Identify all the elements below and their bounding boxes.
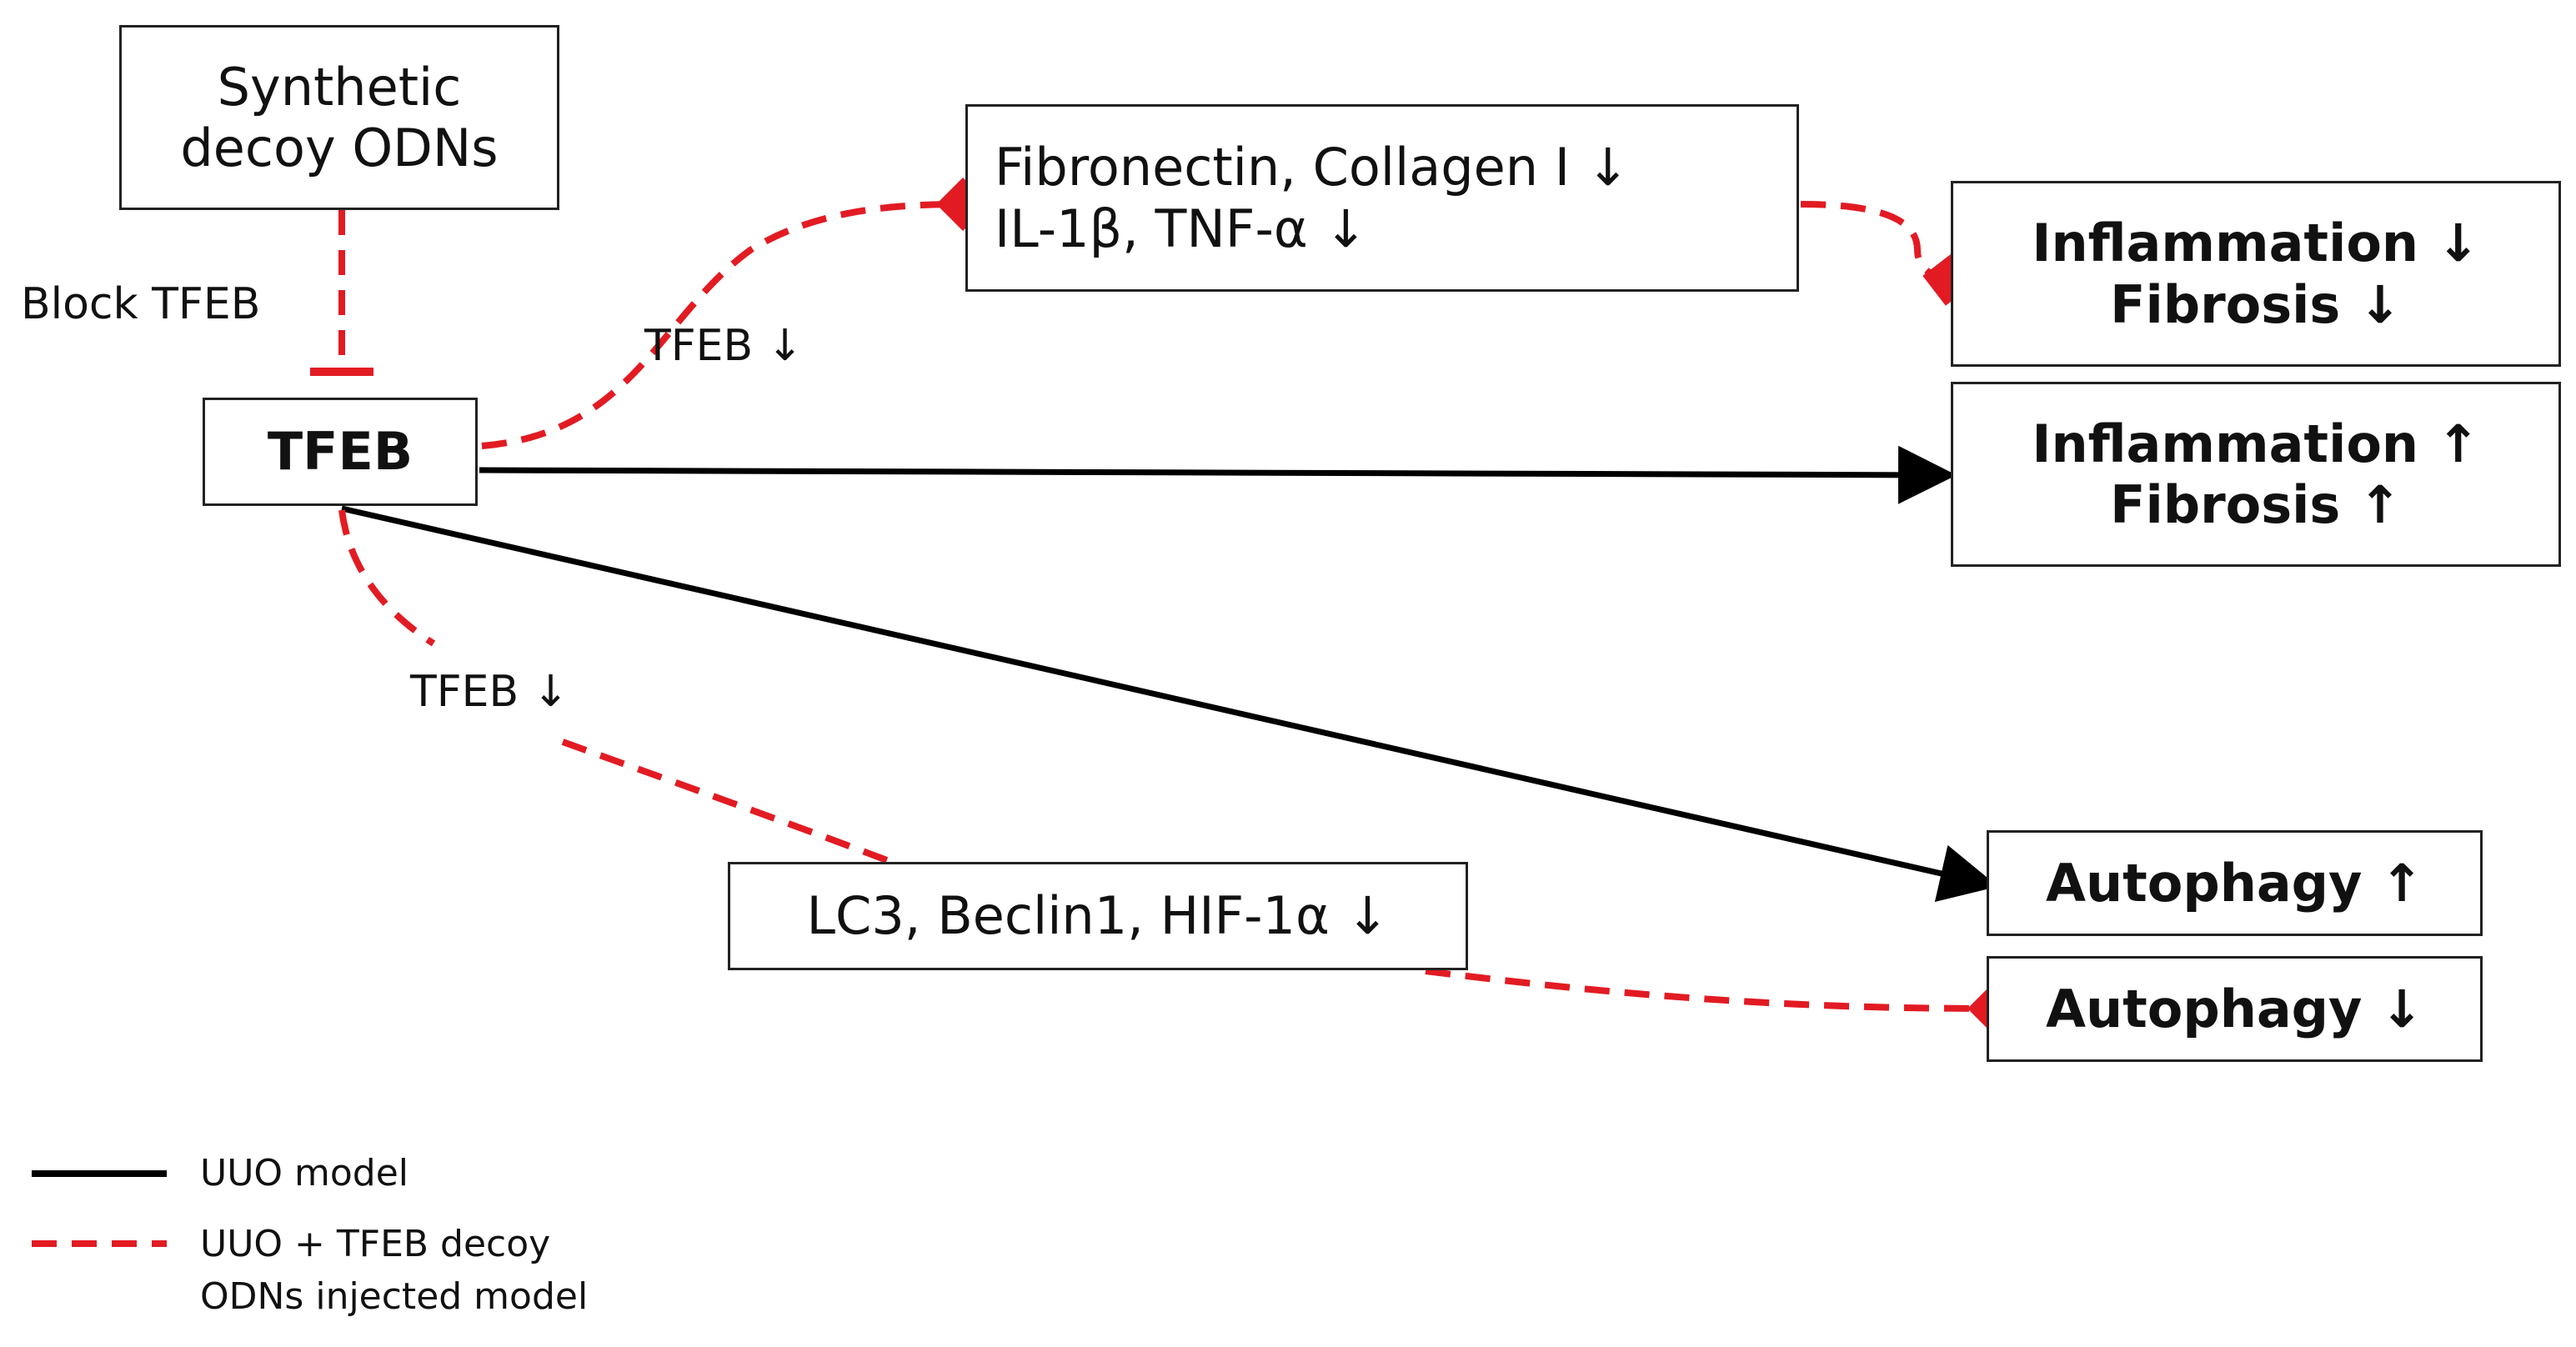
markers-bottom-box: LC3, Beclin1, HIF-1α ↓ xyxy=(728,862,1468,970)
uuo-arrow-autophagy xyxy=(341,505,1998,903)
uuo-arrow-inflammation xyxy=(479,445,1957,504)
autophagy-down-box: Autophagy ↓ xyxy=(1987,956,2483,1062)
outcome-uuo-inflammation: Inflammation ↑ xyxy=(2032,413,2480,474)
decoy-odn-line-2: decoy ODNs xyxy=(180,118,499,178)
decoy-path-bottom-2 xyxy=(561,739,906,870)
outcome-uuo-fibrosis: Fibrosis ↑ xyxy=(2110,474,2402,535)
outcome-decoy-fibrosis: Fibrosis ↓ xyxy=(2110,273,2402,335)
legend-dashed-label-1: UUO + TFEB decoy xyxy=(200,1223,551,1265)
decoy-path-bottom xyxy=(338,509,436,647)
legend-dashed-label-2: ODNs injected model xyxy=(200,1275,589,1318)
autophagy-up-box: Autophagy ↑ xyxy=(1987,830,2483,936)
tfeb-down-bottom-label: TFEB ↓ xyxy=(410,667,569,717)
decoy-odn-box: Synthetic decoy ODNs xyxy=(119,25,559,210)
outcome-decoy-inflammation: Inflammation ↓ xyxy=(2032,213,2480,274)
tfeb-label: TFEB xyxy=(267,421,413,483)
autophagy-up-label: Autophagy ↑ xyxy=(2045,852,2424,914)
markers-top-line-2: IL-1β, TNF-α ↓ xyxy=(995,198,1368,259)
legend-solid-label: UUO model xyxy=(200,1152,409,1194)
outcome-uuo-box: Inflammation ↑ Fibrosis ↑ xyxy=(1951,382,2561,567)
tfeb-box: TFEB xyxy=(203,398,478,506)
decoy-path-bottom-outcome xyxy=(1425,968,2021,1035)
decoy-odn-line-1: Synthetic xyxy=(217,56,462,118)
markers-top-line-1: Fibronectin, Collagen I ↓ xyxy=(995,137,1630,198)
markers-top-box: Fibronectin, Collagen I ↓ IL-1β, TNF-α ↓ xyxy=(965,104,1799,292)
block-tfeb-label: Block TFEB xyxy=(21,279,261,329)
outcome-decoy-box: Inflammation ↓ Fibrosis ↓ xyxy=(1951,181,2561,367)
decoy-path-top-outcome xyxy=(1800,201,1976,306)
markers-bottom-label: LC3, Beclin1, HIF-1α ↓ xyxy=(806,885,1390,947)
decoy-path-top xyxy=(481,178,990,449)
tfeb-down-top-label: TFEB ↓ xyxy=(644,321,804,371)
autophagy-down-label: Autophagy ↓ xyxy=(2045,978,2424,1039)
